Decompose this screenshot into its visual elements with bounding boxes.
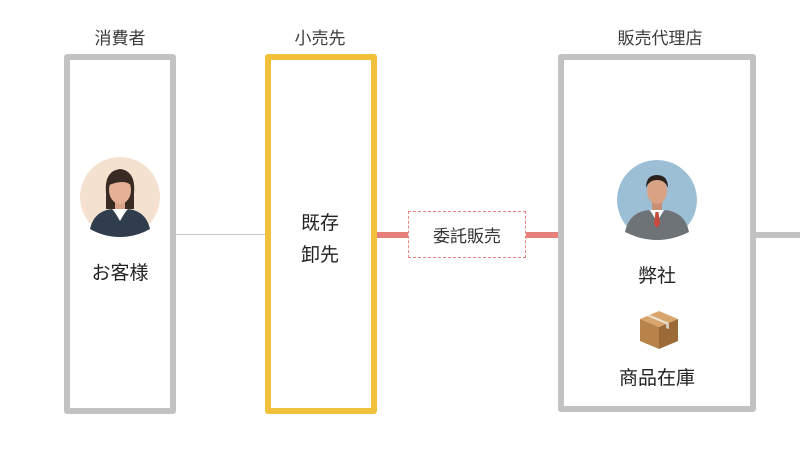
wholesaler-label-line1: 既存 xyxy=(300,212,339,234)
man-avatar-icon xyxy=(617,160,697,240)
inventory-label: 商品在庫 xyxy=(618,367,695,389)
column-title-retailer: 小売先 xyxy=(294,29,346,49)
package-box-icon xyxy=(636,307,682,353)
consumer-box xyxy=(64,54,176,414)
consignment-badge: 委託販売 xyxy=(408,211,526,258)
connector-agency-right xyxy=(752,232,800,238)
retailer-box xyxy=(265,54,377,414)
company-label: 弊社 xyxy=(637,265,676,287)
connector-consignment-left xyxy=(372,232,410,238)
column-title-consumer: 消費者 xyxy=(94,29,146,49)
connector-consignment-right xyxy=(524,232,564,238)
column-title-agency: 販売代理店 xyxy=(617,29,703,49)
woman-avatar-icon xyxy=(80,157,160,237)
connector-customer-retailer xyxy=(172,234,268,235)
customer-label: お客様 xyxy=(91,262,149,284)
wholesaler-label-line2: 卸先 xyxy=(300,244,339,266)
agency-box xyxy=(558,54,756,412)
